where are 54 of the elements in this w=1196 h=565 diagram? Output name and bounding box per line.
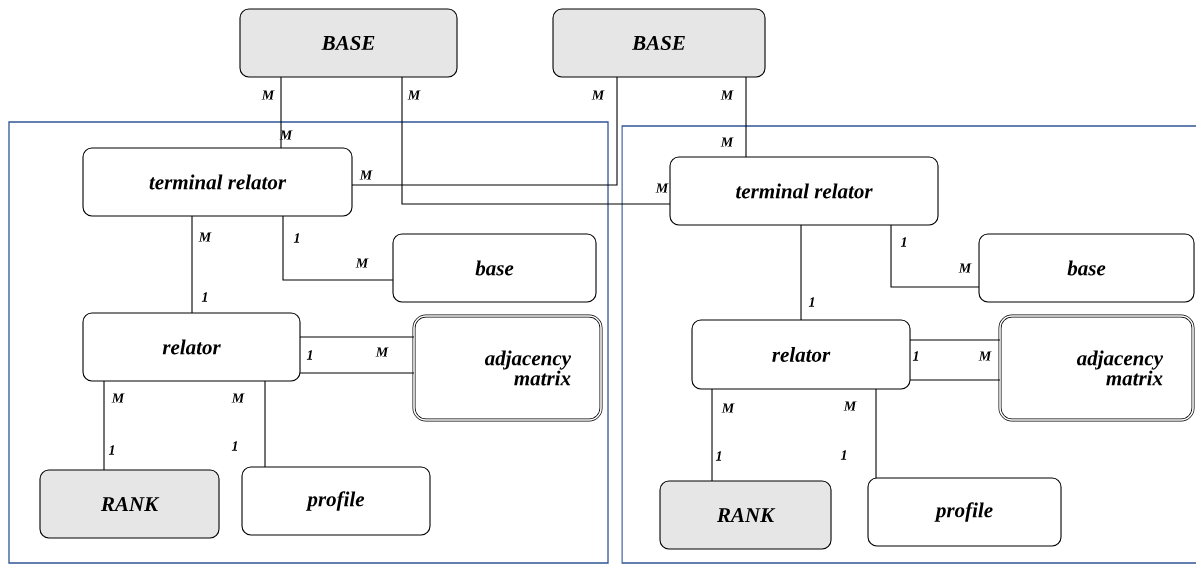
connector-line: [711, 388, 713, 482]
entity-box: base: [978, 233, 1195, 303]
connector-line: [800, 224, 802, 321]
cardinality-label: 1: [808, 297, 815, 307]
cardinality-label: M: [720, 137, 734, 147]
entity-box: RANK: [659, 480, 832, 550]
cardinality-label: M: [978, 351, 992, 361]
cardinality-label: 1: [306, 350, 313, 360]
entity-box: terminal relator: [82, 147, 353, 217]
entity-box: terminal relator: [669, 156, 939, 226]
entity-box: BASE: [239, 8, 458, 78]
connector-line: [875, 388, 877, 479]
cardinality-label: M: [355, 258, 369, 268]
connector-line: [745, 76, 747, 158]
connector-line: [103, 380, 105, 471]
entity-box: base: [392, 233, 597, 303]
group-frame: [8, 121, 609, 564]
cardinality-label: 1: [840, 450, 847, 460]
cardinality-label: M: [261, 90, 275, 100]
entity-box: profile: [241, 466, 431, 536]
entity-box: BASE: [552, 8, 766, 78]
cardinality-label: 1: [108, 445, 115, 455]
connector-line: [191, 215, 193, 314]
cardinality-label: M: [198, 232, 212, 242]
cardinality-label: M: [279, 130, 293, 140]
connector-line: [351, 76, 618, 186]
double-border-box: adjacency matrix: [998, 314, 1195, 422]
connector-line: [401, 76, 671, 205]
connector-line: [890, 224, 980, 288]
connector-line: [282, 215, 394, 281]
entity-box: relator: [691, 319, 911, 390]
double-border-box: adjacency matrix: [412, 314, 603, 422]
cardinality-label: 1: [912, 351, 919, 361]
group-frame: [621, 125, 1196, 564]
entity-box: relator: [82, 312, 301, 382]
connector-line: [280, 76, 282, 149]
connector-line: [909, 339, 1001, 381]
entity-box: RANK: [39, 469, 220, 539]
cardinality-label: 1: [201, 292, 208, 302]
cardinality-label: M: [375, 347, 389, 357]
connector-line: [264, 380, 266, 468]
cardinality-label: M: [591, 90, 605, 100]
cardinality-label: M: [720, 90, 734, 100]
cardinality-label: M: [721, 403, 735, 413]
cardinality-label: 1: [900, 237, 907, 247]
cardinality-label: 1: [715, 451, 722, 461]
cardinality-label: M: [655, 183, 669, 193]
cardinality-label: M: [111, 393, 125, 403]
entity-box: profile: [867, 477, 1062, 547]
cardinality-label: M: [407, 90, 421, 100]
cardinality-label: M: [359, 170, 373, 180]
connector-line: [299, 336, 415, 374]
cardinality-label: 1: [231, 441, 238, 451]
cardinality-label: 1: [293, 233, 300, 243]
